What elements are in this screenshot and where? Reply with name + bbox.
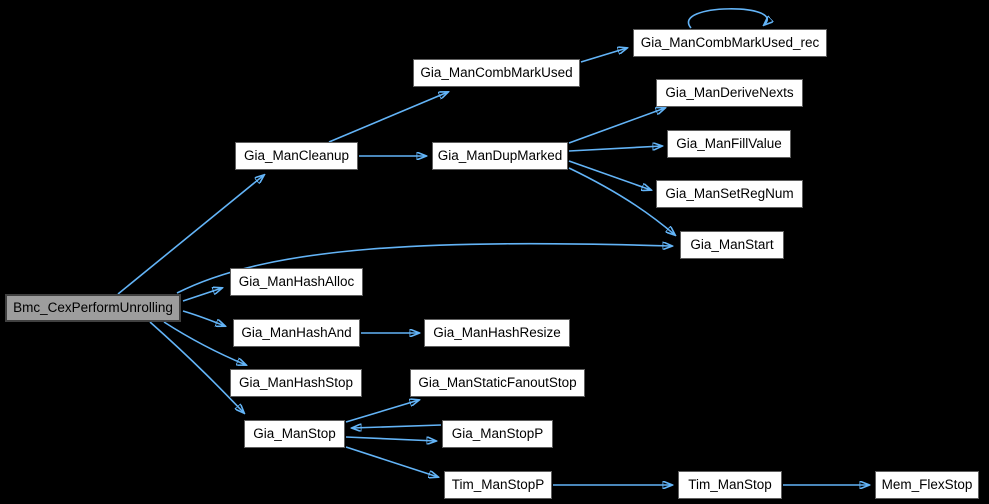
node-gia-manstopp[interactable]: Gia_ManStopP: [442, 420, 553, 448]
node-gia-manstart[interactable]: Gia_ManStart: [680, 231, 784, 259]
edge-root-to-cleanup: [117, 175, 264, 295]
node-gia-manhashand[interactable]: Gia_ManHashAnd: [233, 319, 360, 347]
node-gia-manhashalloc[interactable]: Gia_ManHashAlloc: [230, 268, 363, 296]
node-gia-mancleanup[interactable]: Gia_ManCleanup: [235, 142, 358, 170]
node-gia-manfillvalue[interactable]: Gia_ManFillValue: [667, 130, 791, 158]
edge-cleanup-to-combmarkused: [328, 92, 448, 143]
node-mem-flexstop[interactable]: Mem_FlexStop: [875, 471, 979, 499]
edge-dupmarked-to-fillvalue: [568, 146, 662, 152]
edge-root-to-hashalloc: [182, 288, 222, 302]
edge-root-to-hashand: [182, 310, 225, 326]
edge-root-to-start: [176, 244, 672, 294]
node-gia-mancombmarkused-rec[interactable]: Gia_ManCombMarkUsed_rec: [633, 29, 827, 57]
edge-stop-to-staticfanoutstop: [345, 400, 419, 423]
node-bmc-cexperformunrolling: Bmc_CexPerformUnrolling: [5, 294, 181, 322]
node-tim-manstopp[interactable]: Tim_ManStopP: [444, 471, 552, 499]
node-gia-mancombmarkused[interactable]: Gia_ManCombMarkUsed: [413, 59, 580, 87]
edge-stop-to-stopp: [345, 436, 436, 441]
edge-dupmarked-to-start: [568, 167, 675, 235]
node-gia-mansetregnum[interactable]: Gia_ManSetRegNum: [656, 180, 803, 208]
edge-stopp-to-stop: [352, 425, 442, 428]
node-gia-manstaticfanoutstop[interactable]: Gia_ManStaticFanoutStop: [410, 369, 585, 397]
node-gia-manstop[interactable]: Gia_ManStop: [244, 420, 345, 448]
node-gia-manderivenexts[interactable]: Gia_ManDeriveNexts: [656, 79, 803, 107]
edge-rec-self-loop: [687, 8, 767, 29]
node-gia-manhashresize[interactable]: Gia_ManHashResize: [424, 319, 570, 347]
edge-stop-to-timmanstopp: [345, 446, 438, 477]
edge-dupmarked-to-derivenexts: [568, 108, 665, 144]
edge-root-to-hashstop: [163, 321, 246, 365]
edge-dupmarked-to-setregnum: [568, 160, 651, 190]
node-gia-mandupmarked[interactable]: Gia_ManDupMarked: [432, 142, 568, 170]
node-gia-manhashstop[interactable]: Gia_ManHashStop: [230, 369, 362, 397]
edge-combmarkused-to-rec: [580, 48, 627, 63]
node-tim-manstop[interactable]: Tim_ManStop: [678, 471, 782, 499]
edge-root-to-stop: [149, 321, 244, 413]
